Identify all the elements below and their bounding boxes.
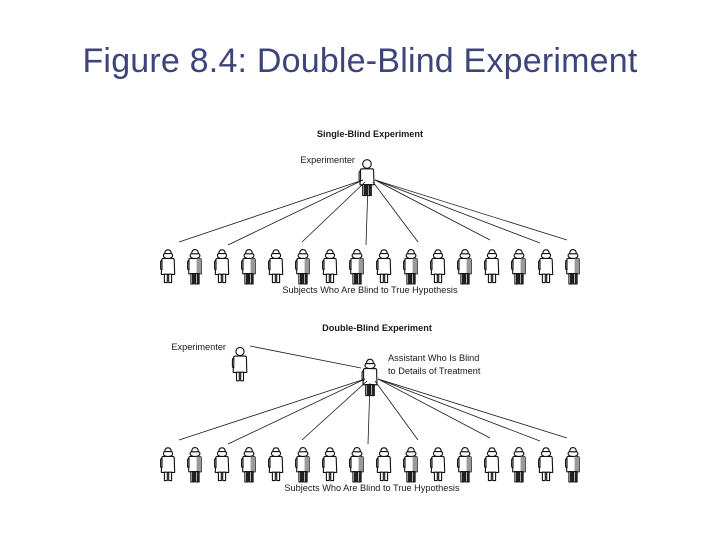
subject-figure bbox=[538, 249, 554, 284]
subject-figure bbox=[160, 249, 176, 284]
page-title: Figure 8.4: Double-Blind Experiment bbox=[82, 42, 638, 80]
fan-lines-double-blind bbox=[178, 378, 568, 445]
experimenter-figure-double-blind bbox=[231, 346, 248, 382]
subject-figure bbox=[430, 447, 446, 482]
subject-figure bbox=[187, 249, 202, 285]
assistant-label-line1: Assistant Who Is Blind bbox=[388, 353, 479, 363]
figure-svg: Single-Blind Experiment Experimenter bbox=[160, 129, 580, 493]
subject-figure bbox=[565, 447, 580, 483]
subject-figure bbox=[511, 447, 526, 483]
subject-figure bbox=[160, 447, 176, 482]
subjects-caption-double-blind: Subjects Who Are Blind to True Hypothesi… bbox=[284, 483, 460, 493]
subject-figure bbox=[322, 447, 338, 482]
subject-figure bbox=[295, 249, 310, 285]
subject-figure bbox=[268, 447, 284, 482]
subject-figure bbox=[565, 249, 580, 285]
diagram-heading-single-blind: Single-Blind Experiment bbox=[317, 129, 423, 139]
subject-figure bbox=[457, 447, 472, 483]
subject-figure bbox=[376, 249, 392, 284]
subject-figure bbox=[484, 447, 500, 482]
experimenter-figure-single-blind bbox=[358, 159, 375, 197]
subject-figure bbox=[349, 447, 364, 483]
fan-lines-single-blind bbox=[178, 179, 568, 246]
subject-figure bbox=[457, 249, 472, 285]
subject-figure bbox=[538, 447, 554, 482]
subject-figure bbox=[295, 447, 310, 483]
subjects-row-single-blind bbox=[160, 249, 580, 285]
diagram-heading-double-blind: Double-Blind Experiment bbox=[322, 323, 432, 333]
experimenter-label-double-blind: Experimenter bbox=[171, 342, 226, 352]
subject-figure bbox=[214, 447, 230, 482]
subject-figure bbox=[241, 447, 256, 483]
subject-figure bbox=[430, 249, 446, 284]
subject-figure bbox=[511, 249, 526, 285]
experimenter-to-assistant-line bbox=[249, 345, 362, 369]
subject-figure bbox=[241, 249, 256, 285]
subjects-caption-single-blind: Subjects Who Are Blind to True Hypothesi… bbox=[282, 285, 458, 295]
experimenter-label-single-blind: Experimenter bbox=[300, 155, 355, 165]
diagram-double-blind: Double-Blind Experiment Experimenter Ass… bbox=[160, 323, 580, 493]
assistant-label-line2: to Details of Treatment bbox=[388, 366, 481, 376]
subject-figure bbox=[214, 249, 230, 284]
subject-figure bbox=[403, 447, 418, 483]
subject-figure bbox=[268, 249, 284, 284]
subject-figure bbox=[187, 447, 202, 483]
subject-figure bbox=[484, 249, 500, 284]
diagram-single-blind: Single-Blind Experiment Experimenter bbox=[160, 129, 580, 295]
subject-figure bbox=[376, 447, 392, 482]
subject-figure bbox=[322, 249, 338, 284]
subject-figure bbox=[403, 249, 418, 285]
figure-image: Single-Blind Experiment Experimenter bbox=[150, 118, 590, 498]
subject-figure bbox=[349, 249, 364, 285]
subjects-row-double-blind bbox=[160, 447, 580, 483]
